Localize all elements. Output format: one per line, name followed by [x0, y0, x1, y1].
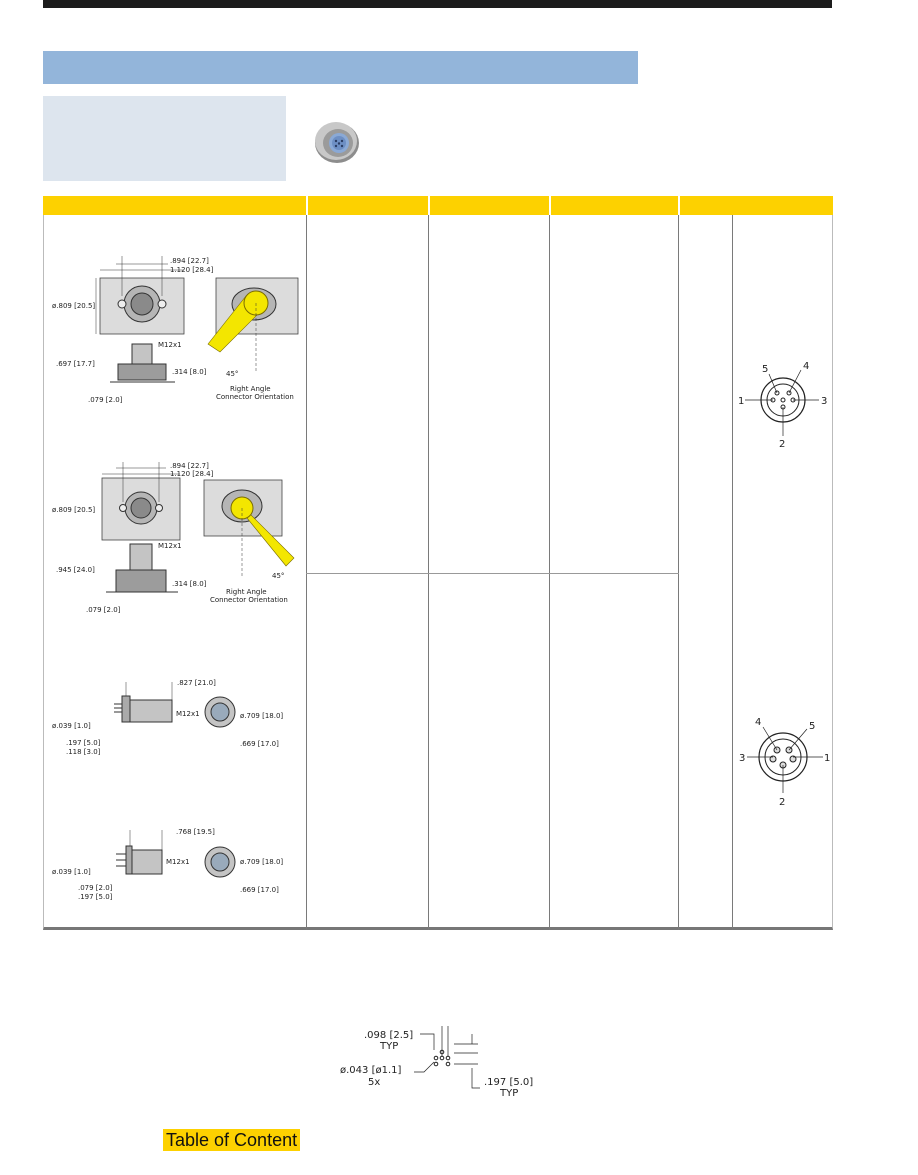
dim-depth: .314 [8.0] [172, 580, 207, 588]
pinout-female: 4 5 3 1 2 [739, 717, 830, 807]
col-divider [306, 215, 307, 930]
dim-length: .827 [21.0] [177, 679, 216, 687]
footprint-hole: ø.043 [ø1.1] [340, 1065, 401, 1076]
footprint-offset-typ: TYP [499, 1088, 518, 1099]
dimension-drawing-4: .768 [19.5] M12x1 ø.039 [1.0] .079 [2.0]… [52, 828, 283, 901]
pcb-footprint-drawing: .098 [2.5] TYP ø.043 [ø1.1] 5x .197 [5.0… [340, 1026, 533, 1099]
pin-label: 2 [779, 439, 785, 450]
dim-flat: .669 [17.0] [240, 740, 279, 748]
header-cell-3 [430, 196, 549, 215]
pin-label: 1 [824, 753, 830, 764]
dim-width-holes: .894 [22.7] [170, 257, 209, 265]
footprint-offset: .197 [5.0] [484, 1077, 533, 1088]
product-photo [315, 122, 359, 163]
footprint-pitch: .098 [2.5] [364, 1030, 413, 1041]
dim-length: .768 [19.5] [176, 828, 215, 836]
dim-flange-dia: ø.809 [20.5] [52, 506, 95, 514]
footprint-hole-count: 5x [368, 1077, 380, 1088]
pin-label: 5 [762, 364, 768, 375]
dim-angle: 45° [226, 370, 238, 378]
row-divider [306, 573, 679, 574]
pin-label: 4 [803, 361, 809, 372]
header-cell-4 [551, 196, 678, 215]
pin-label: 3 [739, 753, 745, 764]
dim-height: .697 [17.7] [56, 360, 95, 368]
table-frame [43, 215, 833, 930]
dimension-drawing-2: .894 [22.7] 1.120 [28.4] ø.809 [20.5] M1… [52, 462, 295, 614]
header-cell-5 [680, 196, 833, 215]
orientation-label-1: Right Angle [230, 385, 271, 393]
dim-pin-offset: .118 [3.0] [66, 748, 101, 756]
dim-pin-length: .197 [5.0] [66, 739, 101, 747]
col-divider [678, 215, 679, 930]
orientation-label-2: Connector Orientation [216, 393, 294, 401]
dimension-drawing-3: .827 [21.0] M12x1 ø.039 [1.0] .197 [5.0]… [52, 679, 283, 756]
dim-diameter: ø.709 [18.0] [240, 858, 283, 866]
dim-plate: .079 [2.0] [86, 606, 121, 614]
col-divider [428, 215, 429, 930]
dim-angle: 45° [272, 572, 284, 580]
orientation-label-1: Right Angle [226, 588, 267, 596]
spec-table [43, 196, 833, 932]
dim-thread: M12x1 [158, 542, 182, 550]
dim-pin-length: .079 [2.0] [78, 884, 113, 892]
dim-width-holes: .894 [22.7] [170, 462, 209, 470]
dim-thread: M12x1 [176, 710, 200, 718]
col-divider [732, 215, 733, 930]
header-cell-2 [308, 196, 428, 215]
pin-label: 2 [779, 797, 785, 807]
dim-diameter: ø.709 [18.0] [240, 712, 283, 720]
dim-thread: M12x1 [158, 341, 182, 349]
pinout-male: 5 4 1 3 2 [738, 361, 827, 450]
dimension-drawing-1: .894 [22.7] 1.120 [28.4] ø.809 [20.5] M1… [52, 256, 299, 404]
dim-width-total: 1.120 [28.4] [170, 266, 214, 274]
footprint-pitch-typ: TYP [379, 1041, 398, 1052]
dim-pin-dia: ø.039 [1.0] [52, 868, 91, 876]
dim-pin-offset: .197 [5.0] [78, 893, 113, 901]
dim-depth: .314 [8.0] [172, 368, 207, 376]
dim-flat: .669 [17.0] [240, 886, 279, 894]
header-cell-1 [43, 196, 306, 215]
pin-label: 4 [755, 717, 761, 728]
dim-width-total: 1.120 [28.4] [170, 470, 214, 478]
table-of-content-link[interactable]: Table of Content [163, 1129, 301, 1151]
dim-pin-dia: ø.039 [1.0] [52, 722, 91, 730]
dim-thread: M12x1 [166, 858, 190, 866]
pin-label: 3 [821, 396, 827, 407]
dim-height: .945 [24.0] [56, 566, 95, 574]
section-title-bar [43, 51, 638, 84]
pin-label: 5 [809, 721, 815, 732]
dim-flange-dia: ø.809 [20.5] [52, 302, 95, 310]
pin-label: 1 [738, 396, 744, 407]
orientation-label-2: Connector Orientation [210, 596, 288, 604]
top-rule [43, 0, 832, 8]
info-panel [43, 96, 286, 181]
dim-plate: .079 [2.0] [88, 396, 123, 404]
col-divider [549, 215, 550, 930]
